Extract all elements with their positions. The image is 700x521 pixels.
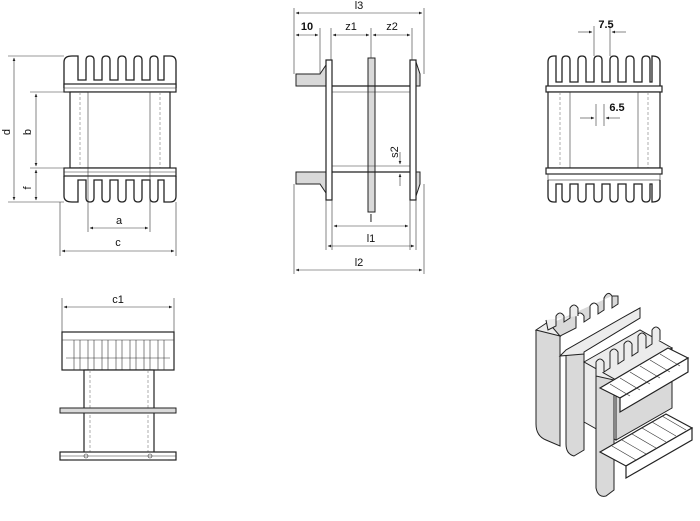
dim-label-c: c xyxy=(115,237,121,249)
dim-label-z1: z1 xyxy=(345,21,357,33)
dim-label-c1: c1 xyxy=(112,294,124,306)
isometric-view xyxy=(534,292,694,497)
dim-label-6-5: 6.5 xyxy=(609,102,624,114)
dim-label-7-5: 7.5 xyxy=(598,19,613,31)
dim-label-b: b xyxy=(22,129,34,135)
dim-label-z2: z2 xyxy=(386,21,398,33)
dim-label-l1: l1 xyxy=(367,233,376,245)
dim-label-l3: l3 xyxy=(355,0,364,12)
rear-view: 7.5 6.5 xyxy=(545,19,663,203)
dim-label-a: a xyxy=(116,215,123,227)
side-view: l3 10 z1 z2 s2 l l1 l2 xyxy=(293,0,425,274)
dim-label-f: f xyxy=(22,186,34,190)
top-view: c1 xyxy=(59,294,177,461)
dim-label-s2: s2 xyxy=(389,146,401,158)
dim-label-10: 10 xyxy=(301,21,313,33)
dim-label-l2: l2 xyxy=(355,257,364,269)
front-view: d b f a c xyxy=(1,55,177,256)
dim-label-l: l xyxy=(370,213,372,225)
dim-label-d: d xyxy=(1,129,13,135)
